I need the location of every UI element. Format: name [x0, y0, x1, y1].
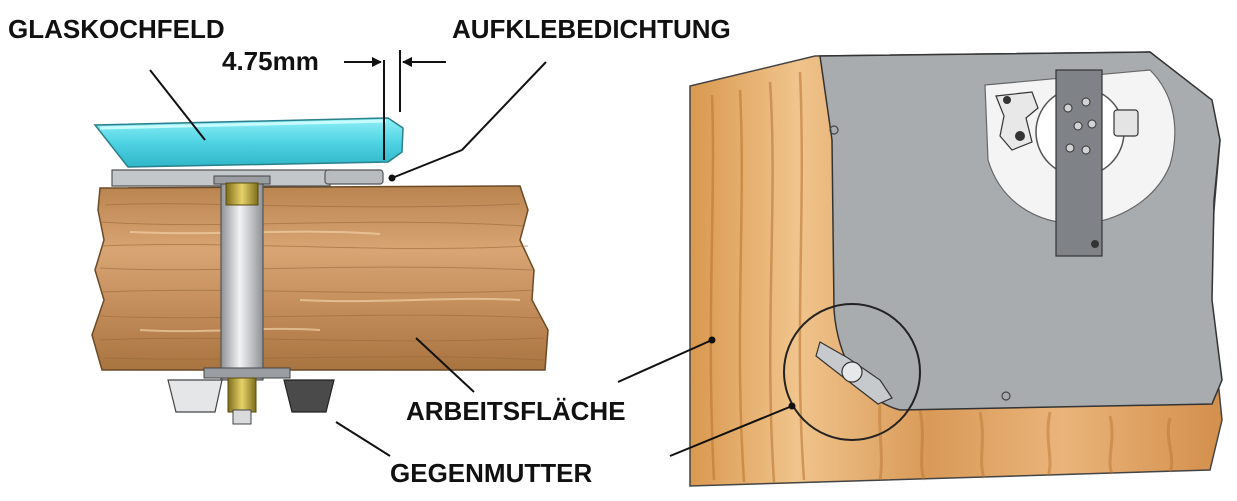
- worktop-section: [91, 185, 549, 371]
- clamp-bracket: [995, 91, 1039, 151]
- adhesive-seal-strip: [324, 169, 384, 185]
- label-lock-nut: GEGENMUTTER: [390, 458, 592, 488]
- label-dimension: 4.75mm: [222, 46, 319, 76]
- lock-nut-shape: [283, 379, 335, 413]
- label-worktop: ARBEITSFLÄCHE: [406, 396, 626, 426]
- label-adhesive-seal: AUFKLEBEDICHTUNG: [452, 14, 731, 44]
- wing-nut: [815, 341, 893, 405]
- brass-spacer-bottom: [227, 377, 257, 413]
- brass-spacer-top: [225, 182, 259, 206]
- cross-section-view: [91, 50, 549, 457]
- detail-magnifier: [783, 303, 921, 441]
- fixing-bolt: [220, 179, 264, 381]
- underside-view: [617, 51, 1223, 487]
- glass-cooktop-panel: [93, 117, 404, 168]
- mounting-strip: [1055, 69, 1103, 257]
- label-glass-cooktop: GLASKOCHFELD: [8, 14, 225, 44]
- worktop-grain: [99, 203, 545, 361]
- clip-light: [167, 379, 223, 413]
